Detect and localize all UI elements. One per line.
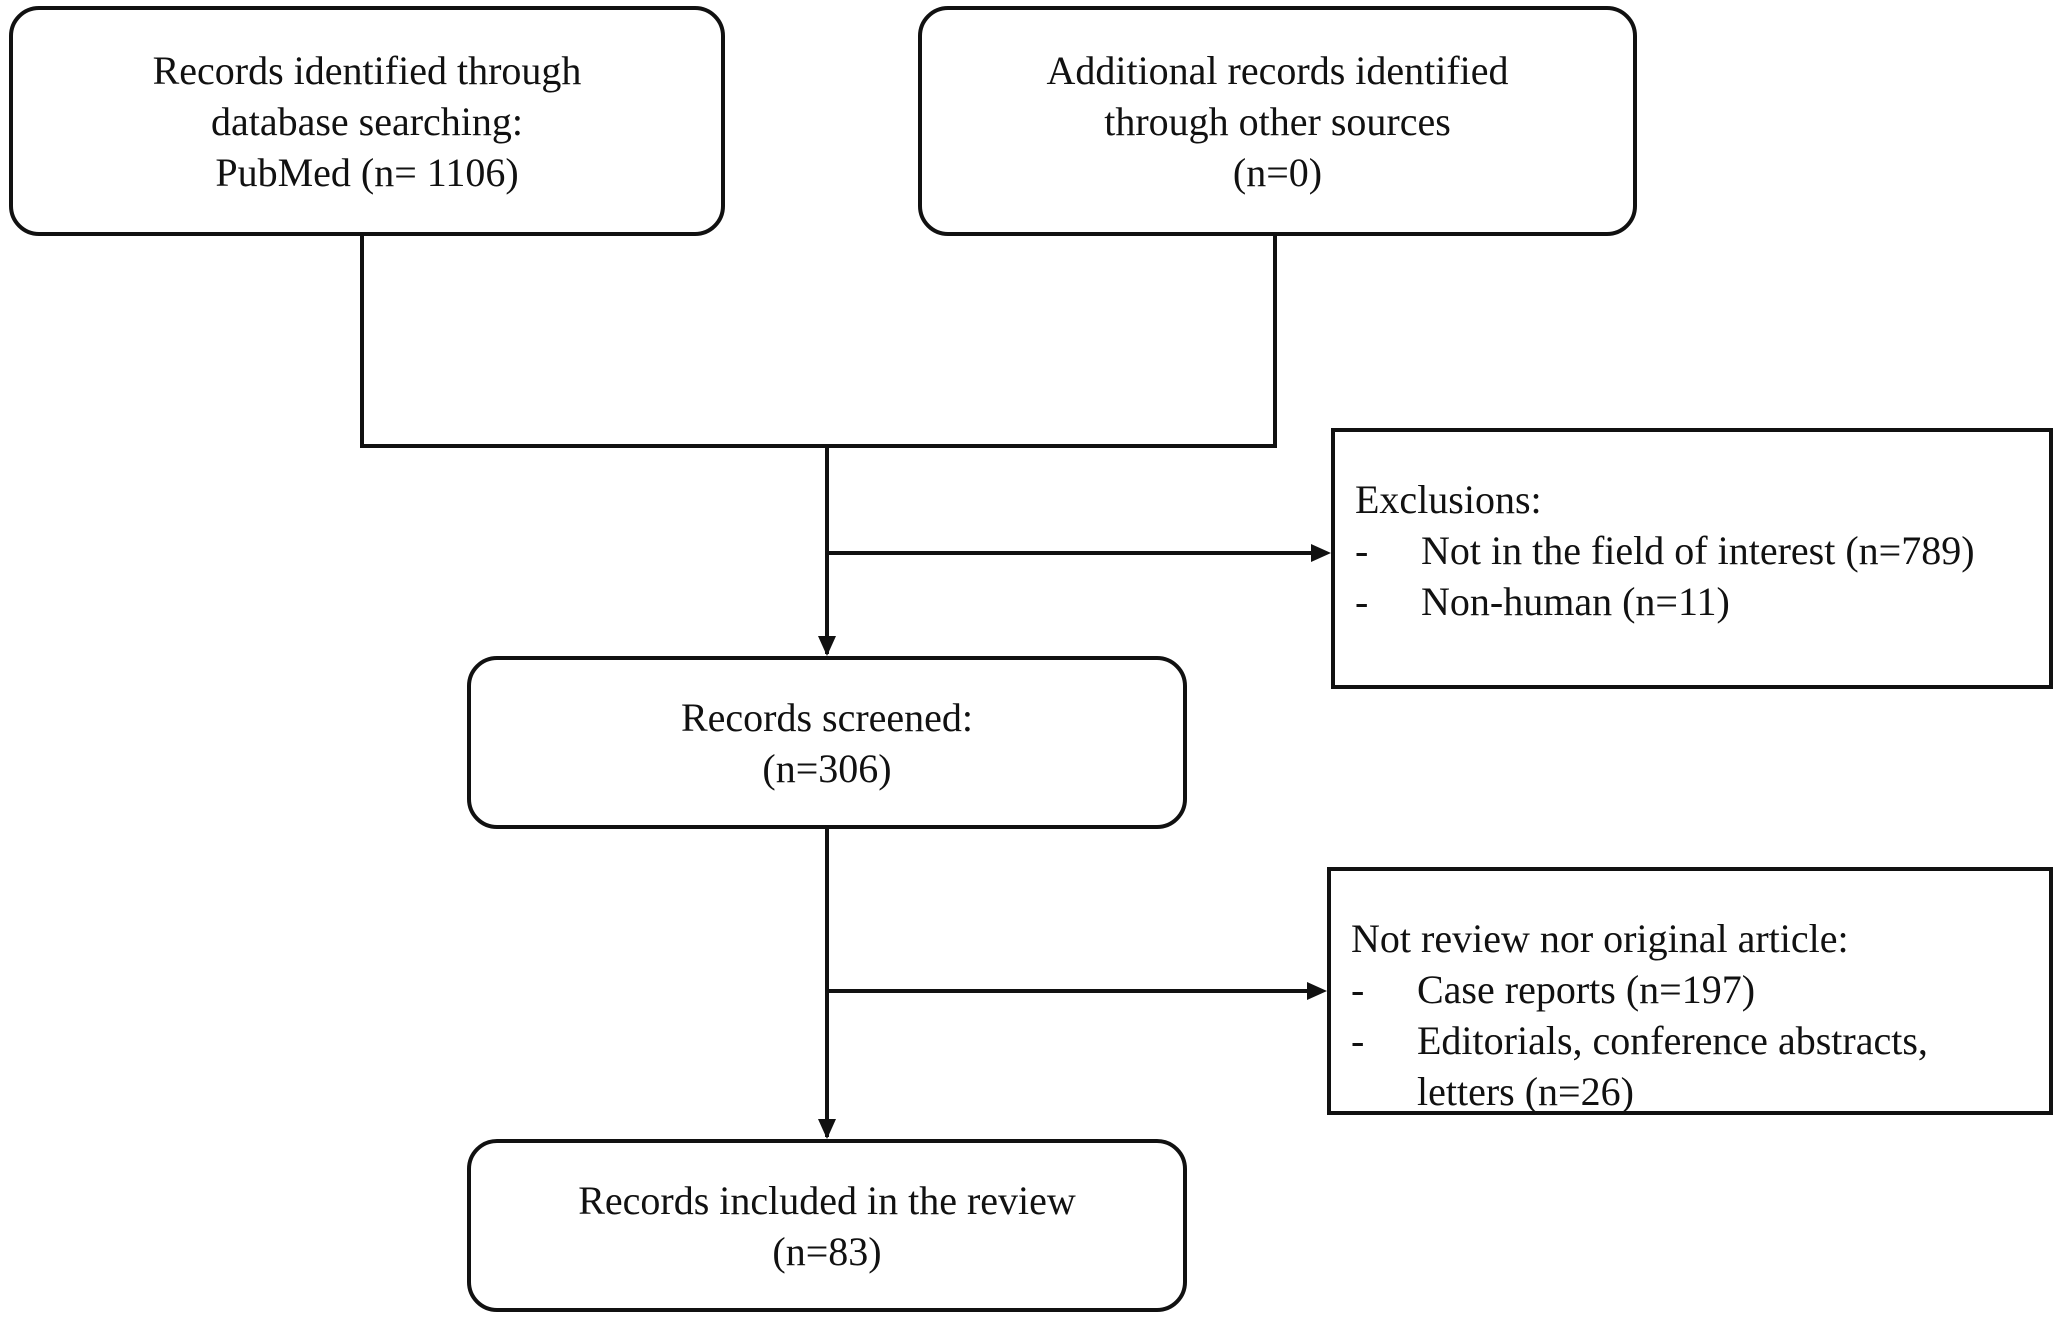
records-identified-line-1: Records identified through [152,47,582,93]
bullet-dash: - [1355,579,1369,624]
records-identified-line-2: database searching: [210,98,524,144]
additional-records-line-2: through other sources [1104,98,1451,144]
records-screened-line-1: Records screened: [680,694,974,740]
additional-records-box: Additional records identified through ot… [918,6,1637,236]
bullet-dash: - [1355,528,1369,573]
arrowhead-screened [818,636,836,656]
additional-records-line-1: Additional records identified [1046,47,1509,93]
exclusions-box: Exclusions: - Not in the field of intere… [1331,428,2053,689]
exclusions-title: Exclusions: [1355,477,1542,522]
not-review-box: Not review nor original article: - Case … [1327,867,2053,1115]
not-review-item: - Case reports (n=197) [1351,964,1755,1015]
exclusion-item: - Not in the field of interest (n=789) [1355,525,1975,576]
bullet-dash: - [1351,967,1365,1012]
not-review-item-text-line-2: letters (n=26) [1417,1069,1634,1114]
records-identified-box: Records identified through database sear… [9,6,725,236]
exclusion-item-text: Not in the field of interest (n=789) [1421,528,1975,573]
records-identified-line-3: PubMed (n= 1106) [215,149,519,195]
arrowhead-included [818,1119,836,1139]
records-screened-box: Records screened: (n=306) [467,656,1187,829]
not-review-title: Not review nor original article: [1351,916,1849,961]
not-review-item-text-line-1: Editorials, conference abstracts, [1417,1018,1928,1063]
records-included-line-2: (n=83) [772,1228,882,1274]
not-review-item-text: Case reports (n=197) [1417,967,1756,1012]
records-included-box: Records included in the review (n=83) [467,1139,1187,1312]
additional-records-line-3: (n=0) [1232,149,1323,195]
exclusion-item-text: Non-human (n=11) [1421,579,1730,624]
bullet-dash: - [1351,1018,1365,1063]
merge-connector [360,236,1277,448]
arrowhead-not-review [1307,982,1327,1000]
arrowhead-exclusions [1311,544,1331,562]
not-review-item: - Editorials, conference abstracts, lett… [1351,1015,1928,1117]
records-included-line-1: Records included in the review [578,1177,1076,1223]
exclusion-item: - Non-human (n=11) [1355,576,1730,627]
not-review-item-text: Editorials, conference abstracts, letter… [1417,1015,1928,1117]
records-screened-line-2: (n=306) [762,745,892,791]
